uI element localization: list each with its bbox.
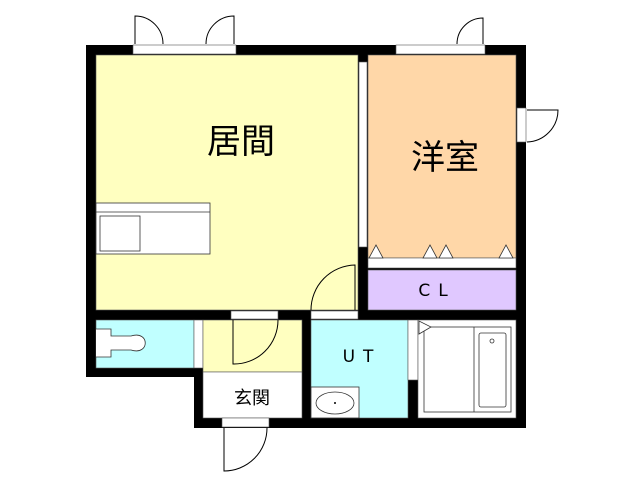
bathtub-basin (478, 332, 507, 408)
window (395, 44, 486, 55)
bath-door-marker (418, 320, 432, 335)
window (516, 107, 527, 143)
bathtub-drain (489, 338, 495, 344)
label-entrance: 玄関 (234, 388, 270, 409)
door-swing (134, 15, 164, 45)
window (230, 310, 279, 320)
door-swing (526, 109, 559, 143)
window (310, 310, 359, 320)
window (221, 417, 270, 428)
room-hall (202, 319, 303, 373)
closet-door-marker (498, 244, 514, 259)
partition-opening (358, 61, 368, 248)
drain (334, 402, 336, 404)
door-swing (310, 264, 356, 311)
label-utility: UT (343, 347, 382, 367)
kitchen-sink (99, 215, 141, 252)
toilet-icon (96, 328, 146, 358)
window (132, 44, 237, 55)
closet-door-marker (438, 244, 454, 259)
label-closet: CL (418, 281, 455, 301)
closet-door-marker (368, 244, 384, 259)
toilet-door-gap (193, 319, 204, 369)
bath-door-gap (407, 319, 419, 381)
door-swing (205, 15, 235, 45)
door-swing (456, 17, 484, 45)
closet-doors (368, 244, 514, 259)
closet-shelf (367, 257, 517, 269)
label-living: 居間 (207, 122, 275, 162)
door-swing (232, 319, 279, 365)
room-entrance (202, 371, 303, 419)
room-closet (367, 269, 517, 311)
closet-door-marker (422, 244, 438, 259)
door-swing (223, 427, 268, 472)
room-western (367, 54, 517, 259)
label-western: 洋室 (411, 138, 479, 178)
room-living (95, 54, 359, 311)
door-swings (134, 15, 559, 472)
